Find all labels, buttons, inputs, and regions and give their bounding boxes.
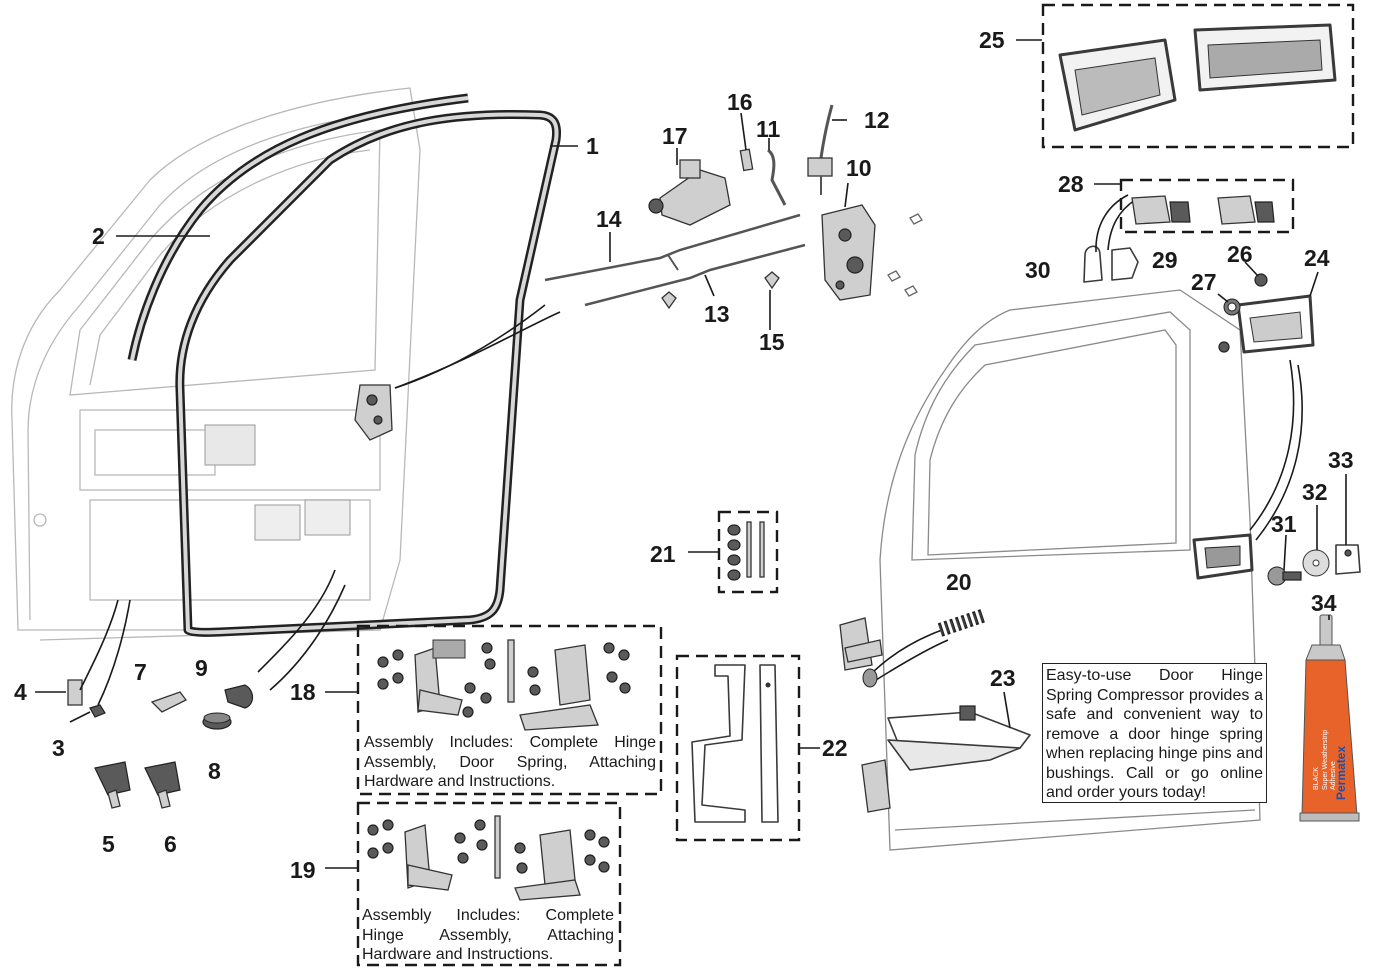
leader-lines [35, 39, 1347, 869]
lock-knob-rod [807, 104, 834, 195]
chrome-outside-handles [1058, 23, 1337, 132]
lock-cylinder-box [1119, 178, 1295, 234]
callout-9: 9 [195, 655, 208, 681]
door-weatherstrip-seal [175, 109, 562, 637]
installed-door-latch [354, 384, 393, 441]
callout-14: 14 [596, 206, 622, 232]
callout-22: 22 [822, 735, 848, 761]
callout-7: 7 [134, 659, 147, 685]
upper-door-hinge [839, 617, 883, 671]
tube-brand-label: Permatex [1334, 746, 1348, 800]
retainer-clip [150, 691, 187, 713]
door-hinge-spring [937, 608, 988, 637]
lock-rod-clip [739, 148, 754, 172]
hinge-kit-box-18 [356, 624, 663, 796]
push-pin-retainer-alt [144, 761, 181, 809]
hinge-hardware-19 [367, 819, 610, 874]
callout-13: 13 [704, 301, 730, 327]
push-pin-retainer [94, 761, 131, 809]
callout-26: 26 [1227, 241, 1253, 267]
hinge-assembly-19 [404, 815, 581, 901]
callout-21: 21 [650, 541, 676, 567]
washer [1302, 549, 1330, 577]
callout-32: 32 [1302, 479, 1328, 505]
weatherstrip-adhesive-tube: Permatex BLACK Super Weatherstrip Adhesi… [1299, 614, 1360, 822]
callout-10: 10 [846, 155, 872, 181]
inside-door-handle [1192, 533, 1254, 580]
callout-19: 19 [290, 857, 316, 883]
tube-adhesive-label: Adhesive [1330, 761, 1337, 790]
callout-28: 28 [1058, 171, 1084, 197]
outside-handle-box [1041, 3, 1355, 149]
callout-27: 27 [1191, 269, 1217, 295]
right-door-shell [879, 289, 1261, 851]
hinge-hardware-18 [377, 642, 631, 718]
callout-4: 4 [14, 679, 27, 705]
pivot-bolt [1267, 566, 1302, 586]
callout-16: 16 [727, 89, 753, 115]
callout-15: 15 [759, 329, 785, 355]
inside-handle-rod [544, 213, 801, 282]
callout-33: 33 [1328, 447, 1354, 473]
kit-19-description: Assembly Includes: Complete Hinge Assemb… [362, 907, 614, 963]
callout-6: 6 [164, 831, 177, 857]
callout-2: 2 [92, 223, 105, 249]
spring-removal-tool [691, 664, 779, 823]
spring-compressor-description: Easy-to-use Door Hinge Spring Compressor… [1042, 663, 1267, 803]
plug [202, 712, 232, 730]
callout-17: 17 [662, 123, 688, 149]
tube-product-label: Super Weatherstrip [1322, 730, 1329, 790]
bumper-pad [1335, 544, 1361, 575]
callout-numbers: 1 2 3 4 5 6 7 8 9 10 11 12 13 14 15 16 1… [14, 27, 1354, 883]
kit-18-description: Assembly Includes: Complete Hinge Assemb… [364, 734, 656, 790]
callout-23: 23 [990, 665, 1016, 691]
spring-tool-box [675, 654, 801, 842]
callout-3: 3 [52, 735, 65, 761]
pin-bushing-kit-box [717, 510, 779, 594]
lock-cylinder-set [1131, 195, 1275, 225]
hinge-pins-bushings [727, 521, 765, 581]
tube-color-label: BLACK [1313, 767, 1320, 790]
lock-rod [767, 148, 787, 206]
outside-door-handle [1236, 294, 1315, 354]
callout-31: 31 [1271, 511, 1297, 537]
callout-20: 20 [946, 569, 972, 595]
callout-12: 12 [864, 107, 890, 133]
left-door-shell [11, 87, 421, 641]
callout-11: 11 [756, 116, 781, 142]
callout-30: 30 [1025, 257, 1051, 283]
hinge-kit-box-19 [356, 801, 622, 967]
rod-clip [661, 271, 780, 310]
callout-25: 25 [979, 27, 1005, 53]
callout-8: 8 [208, 758, 221, 784]
callout-24: 24 [1304, 245, 1330, 271]
spring-compressor-tool [887, 705, 1031, 771]
door-bumper [224, 684, 254, 709]
hinge-assembly-18 [414, 639, 599, 731]
callout-29: 29 [1152, 247, 1178, 273]
callout-18: 18 [290, 679, 316, 705]
callout-34: 34 [1311, 590, 1337, 616]
lower-door-hinge [861, 759, 891, 813]
callout-1: 1 [586, 133, 599, 159]
lock-retainer [1083, 245, 1103, 283]
lock-actuator [648, 159, 731, 226]
check-bracket [67, 679, 83, 706]
bolt [89, 704, 106, 718]
door-latch [821, 204, 876, 301]
handle-nut-gasket [1218, 273, 1268, 353]
lock-gasket [1111, 247, 1139, 281]
outside-handle-rod [584, 243, 806, 307]
callout-5: 5 [102, 831, 115, 857]
